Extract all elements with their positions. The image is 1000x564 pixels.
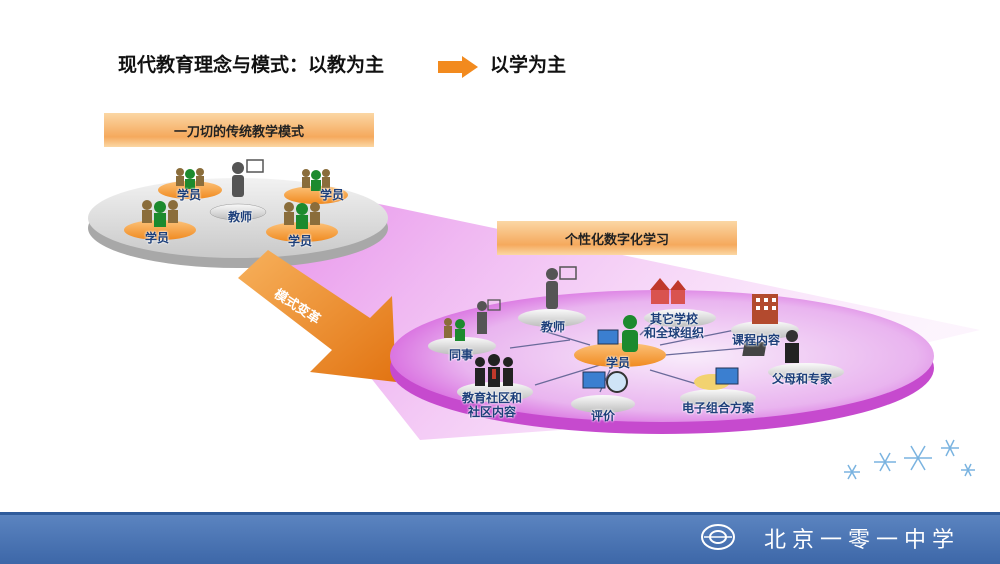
right-arrow-icon [438,56,478,78]
parents-label: 父母和专家 [772,372,833,386]
diagram-canvas [88,159,980,480]
eportfolio-label: 电子组合方案 [682,401,755,415]
trad-students-3-icon [142,200,178,227]
seat-eportfolio [680,389,756,407]
center-student-icon [597,315,638,352]
trad-student-label-4: 学员 [288,234,313,248]
trad-student-label-3: 学员 [145,231,170,245]
trad-students-2-icon [302,169,330,191]
seat-center [574,343,666,367]
teacher-icon [546,266,577,309]
school-logo-icon [701,524,735,550]
eportfolio-icon [694,367,739,390]
seat-community [457,382,533,402]
center-student-label: 学员 [606,356,631,370]
trad-student-label-2: 学员 [320,188,345,202]
trad-teacher-label: 教师 [228,210,253,224]
page-title-right: 以学为主 [490,54,567,76]
community-label: 教育社区和 社区内容 [462,391,523,419]
seat-parents [768,363,844,381]
seat-colleague [428,337,496,355]
school-name: 北京一零一中学 [763,528,960,553]
page-title-left: 现代教育理念与模式：以教为主 [118,54,385,76]
community-icon [475,354,513,387]
seat-curriculum [731,321,799,339]
trad-students-1-icon [176,168,204,189]
personalized-banner: 个性化数字化学习 [497,221,737,255]
trad-seat-1 [158,181,222,199]
trad-teacher-icon [232,159,264,197]
curriculum-icon [752,294,778,324]
traditional-banner: 一刀切的传统教学模式 [104,113,374,147]
footer: 北京一零一中学 [0,512,1000,564]
trad-student-label-1: 学员 [177,188,202,202]
parents-icon [742,330,799,363]
transform-arrow [238,250,396,382]
footer-band [0,512,1000,564]
trad-seat-3 [124,220,196,240]
trad-seat-4 [266,222,338,242]
seat-evaluation [571,395,635,413]
trad-teacher-seat [209,203,267,221]
seat-teacher [518,309,586,327]
seat-other-schools [644,309,716,327]
curriculum-label: 课程内容 [732,333,781,347]
evaluation-icon [582,371,628,393]
trad-students-4-icon [284,202,320,229]
evaluation-label: 评价 [591,409,616,423]
trad-seat-2 [284,186,348,204]
colleague-icon [444,299,501,341]
snowflake-decoration [844,439,975,480]
colleague-label: 同事 [449,348,474,362]
teacher-label: 教师 [541,320,566,334]
other-schools-label: 其它学校 和全球组织 [644,312,705,340]
school-icon [650,278,686,304]
